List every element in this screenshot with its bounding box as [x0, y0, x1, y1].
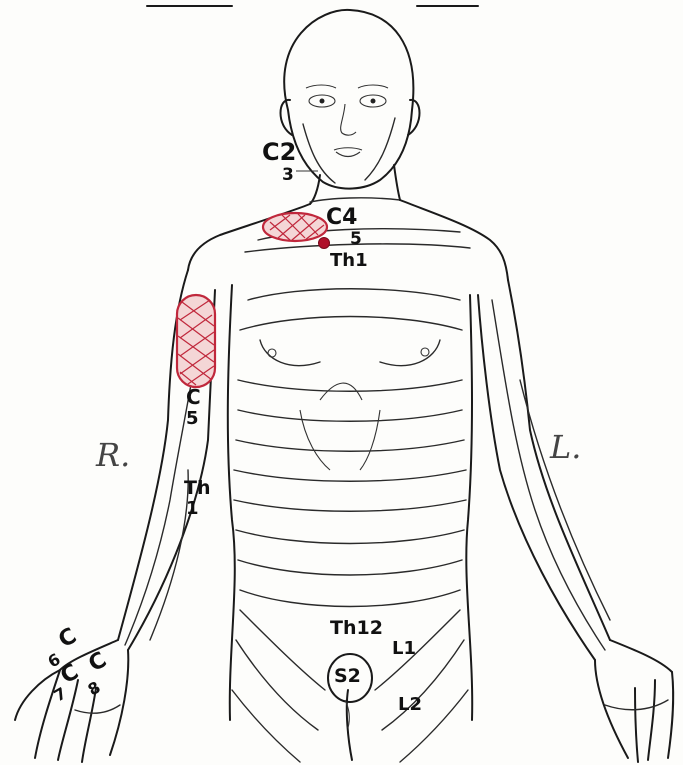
right-nipple-icon: [268, 349, 276, 357]
label-l2: L2: [398, 694, 422, 715]
left-arm: [478, 280, 673, 762]
label-right-side: R.: [95, 436, 130, 474]
torso-dermatome-bands: [232, 289, 468, 762]
label-c8-number: 8: [85, 677, 104, 699]
label-c6-letter: C: [55, 623, 81, 653]
label-l1: L1: [392, 638, 416, 659]
marked-area-upper-arm: [177, 295, 215, 387]
label-c5-arm-number: 5: [186, 408, 199, 429]
red-marked-areas: [177, 213, 330, 387]
label-th12: Th12: [330, 617, 383, 639]
label-s2: S2: [334, 665, 361, 687]
label-c5-neck: 5: [350, 229, 362, 249]
label-th1-arm-letters: Th: [184, 477, 211, 499]
chest-details: [260, 340, 440, 470]
label-c5-arm-letter: C: [186, 385, 201, 409]
left-nipple-icon: [421, 348, 429, 356]
marked-area-shoulder: [263, 213, 327, 241]
head-outline: [281, 10, 420, 189]
label-th1-neck: Th1: [330, 250, 368, 271]
label-c2: C2: [262, 138, 296, 166]
label-left-side: L.: [549, 428, 581, 466]
label-c4: C4: [326, 205, 357, 230]
label-c3: 3: [282, 165, 294, 185]
marked-point-th1: [319, 238, 330, 249]
label-th1-arm-number: 1: [186, 498, 199, 519]
